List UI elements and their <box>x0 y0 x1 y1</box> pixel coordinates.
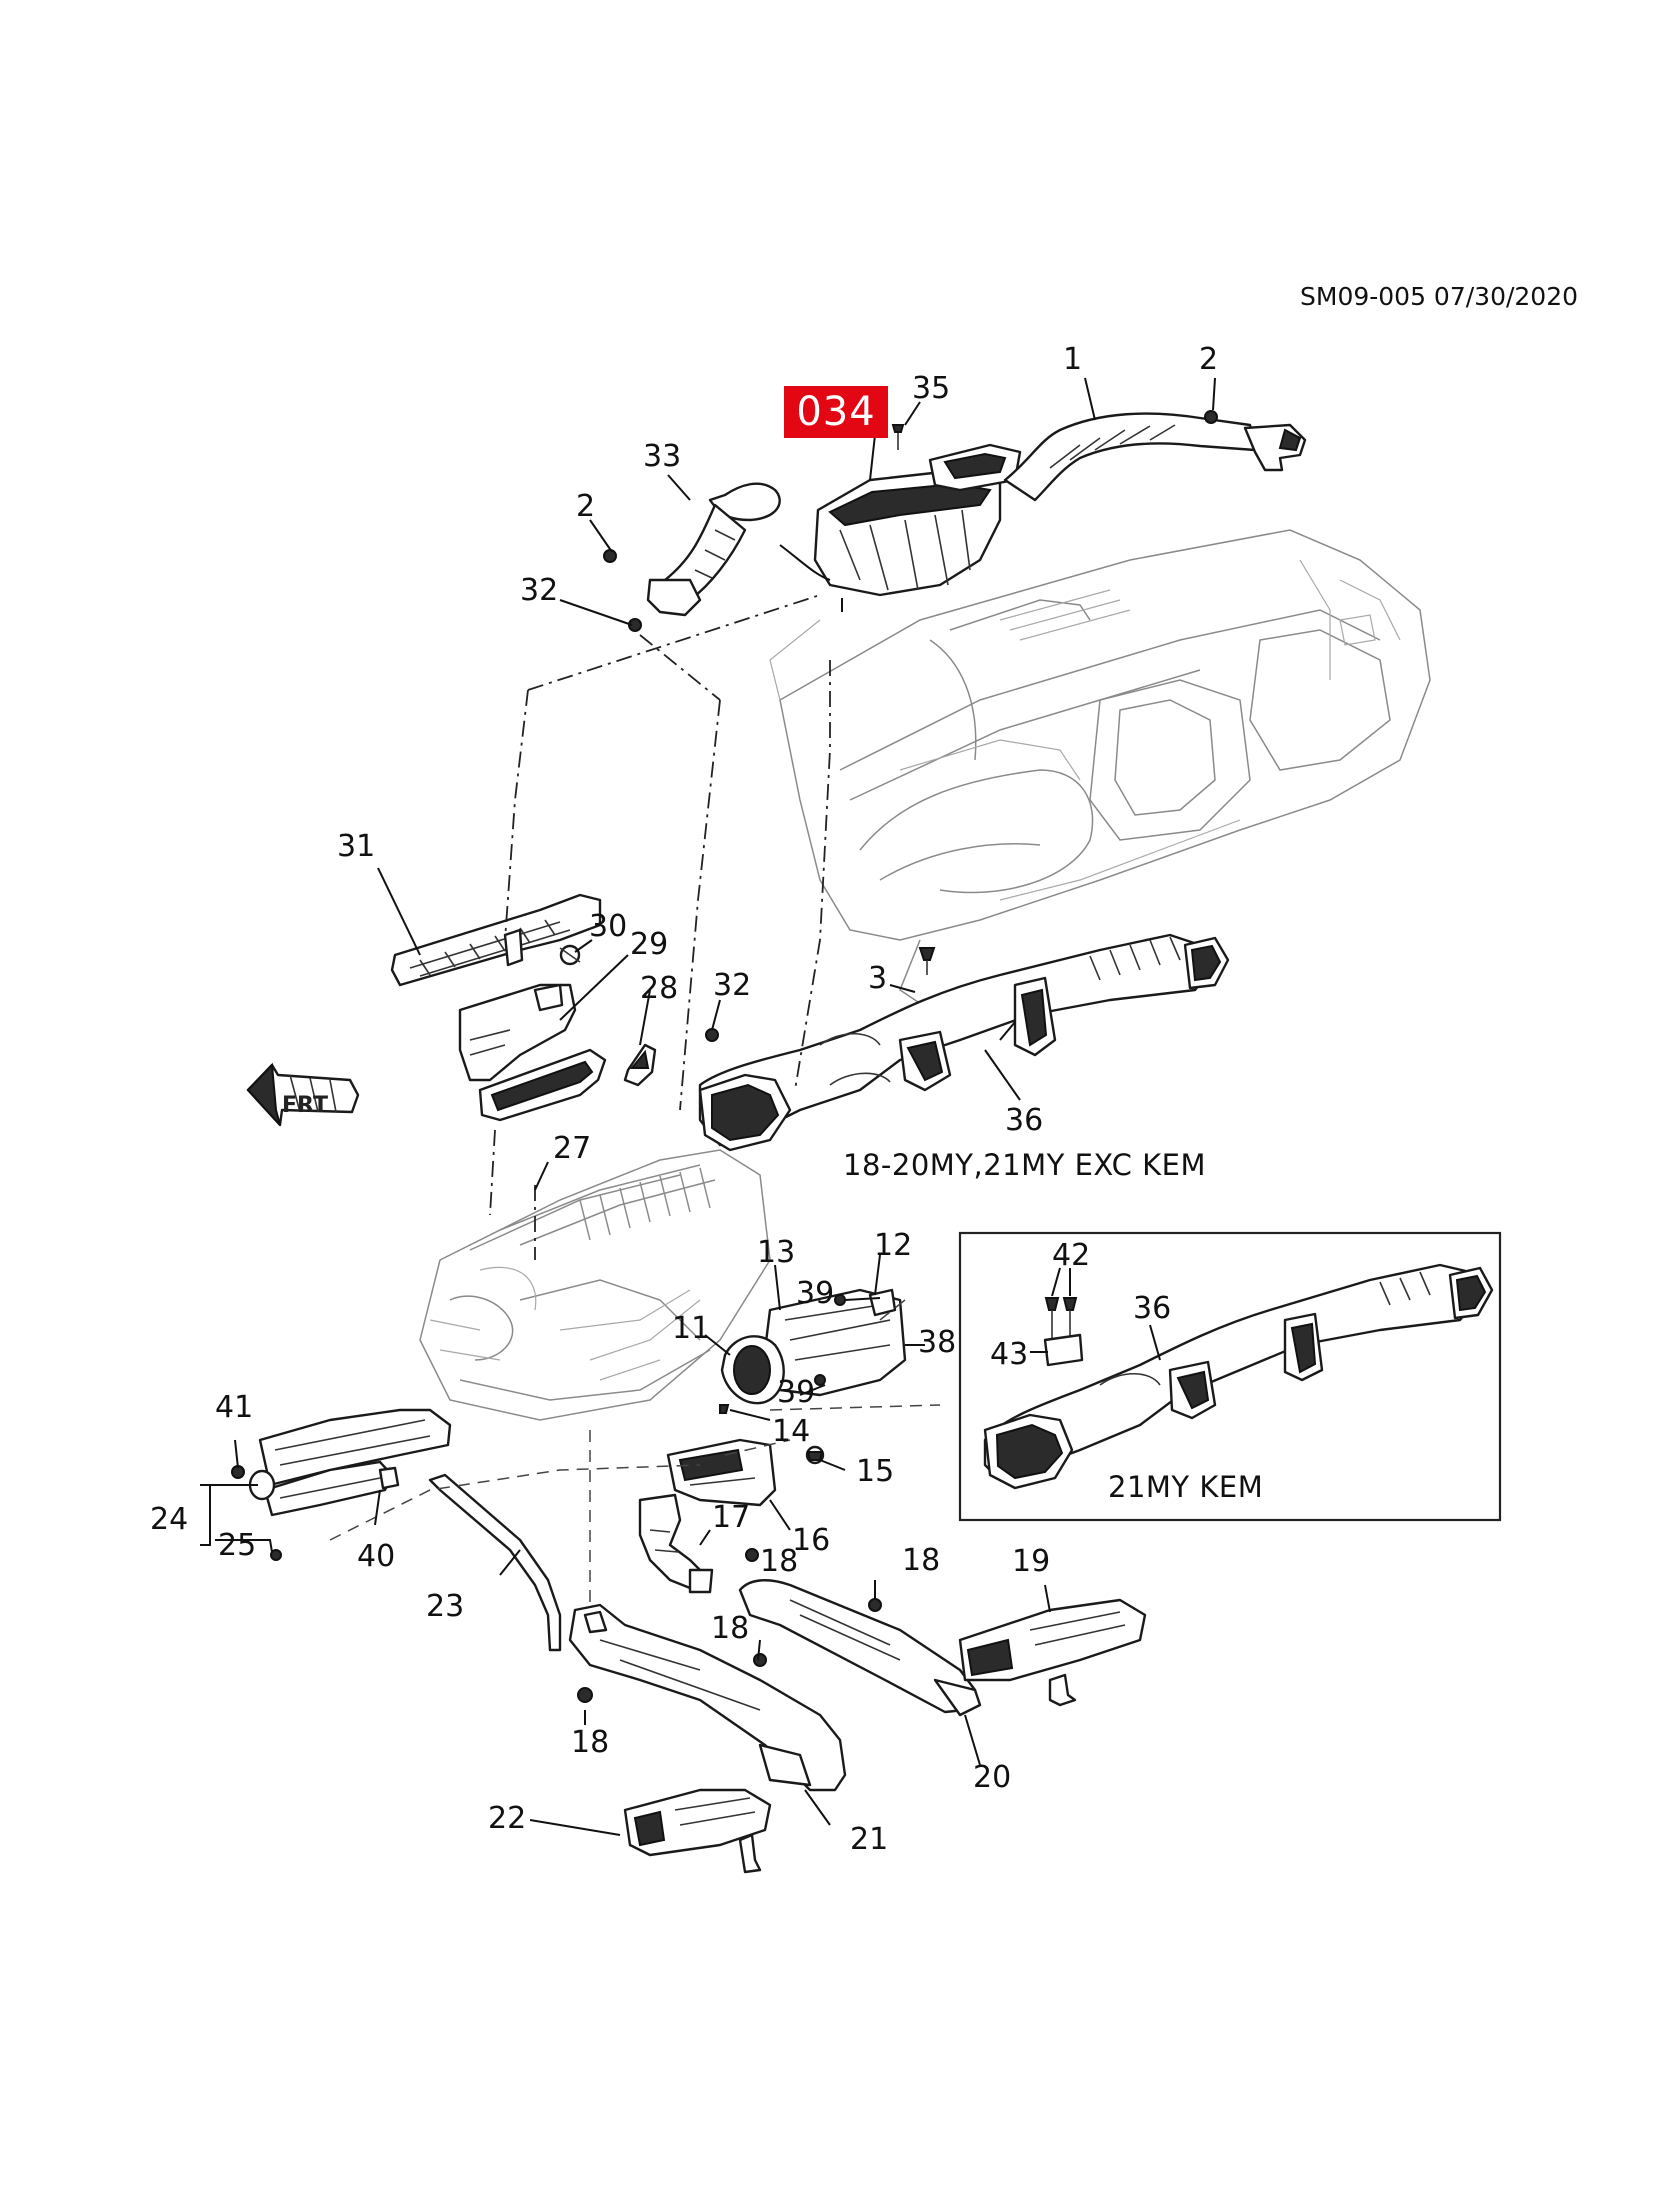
callout-32: 32 <box>520 573 558 608</box>
callout-42: 42 <box>1052 1238 1090 1273</box>
part-30-screw <box>559 944 581 966</box>
callout-23: 23 <box>426 1589 464 1624</box>
part-22-floor-outlet <box>623 1788 772 1874</box>
callout-13: 13 <box>757 1235 795 1270</box>
callout-19: 19 <box>1012 1544 1050 1579</box>
front-direction-text: FRT <box>282 1093 328 1118</box>
callout-18: 18 <box>760 1544 798 1579</box>
callout-3: 3 <box>868 961 887 996</box>
part-31-louvre-panel <box>390 893 602 987</box>
callout-22: 22 <box>488 1801 526 1836</box>
callout-31: 31 <box>337 829 375 864</box>
part-24-rear-duct-assy <box>248 1408 452 1517</box>
part-16-duct <box>666 1438 777 1507</box>
callout-28: 28 <box>640 971 678 1006</box>
part-40-bracket <box>378 1466 400 1490</box>
callout-33: 33 <box>643 439 681 474</box>
callout-30: 30 <box>589 909 627 944</box>
part-17-duct <box>638 1493 714 1594</box>
highlighted-part-code: 034 <box>784 386 888 438</box>
callout-20: 20 <box>973 1760 1011 1795</box>
diagram-reference: SM09-005 07/30/2020 <box>1300 282 1578 311</box>
part-29-defroster-duct <box>458 983 607 1122</box>
callout-2: 2 <box>576 489 595 524</box>
callout-35: 35 <box>912 371 950 406</box>
callout-38: 38 <box>918 1325 956 1360</box>
callout-39: 39 <box>777 1375 815 1410</box>
callout-12: 12 <box>874 1228 912 1263</box>
part-28-clip <box>623 1043 657 1087</box>
callout-36: 36 <box>1005 1103 1043 1138</box>
callout-27: 27 <box>553 1131 591 1166</box>
callout-36: 36 <box>1133 1291 1171 1326</box>
part-1-upper-duct <box>1003 412 1307 502</box>
callout-21: 21 <box>850 1822 888 1857</box>
part-39-screw <box>814 1294 846 1386</box>
callout-14: 14 <box>772 1414 810 1449</box>
hvac-module-outline <box>419 1149 771 1421</box>
callout-18: 18 <box>902 1543 940 1578</box>
part-23-drain-tube <box>428 1473 562 1652</box>
inset-frame <box>958 1231 1502 1522</box>
callout-29: 29 <box>630 927 668 962</box>
inset-caption: 21MY KEM <box>1108 1470 1263 1504</box>
callout-43: 43 <box>990 1337 1028 1372</box>
callout-16: 16 <box>792 1523 830 1558</box>
part-18-screw <box>577 1548 882 1703</box>
part-33-upper-duct <box>646 482 831 617</box>
callout-39: 39 <box>796 1276 834 1311</box>
callout-18: 18 <box>711 1611 749 1646</box>
assembly-lines <box>329 594 941 1610</box>
part-14-clip <box>719 1404 730 1414</box>
variant-caption: 18-20MY,21MY EXC KEM <box>843 1148 1206 1182</box>
callout-18: 18 <box>571 1725 609 1760</box>
part-15-screw <box>805 1445 825 1465</box>
callout-32: 32 <box>713 968 751 1003</box>
callout-2: 2 <box>1199 342 1218 377</box>
callout-40: 40 <box>357 1539 395 1574</box>
instrument-panel-outline <box>769 529 1431 1011</box>
part-3-screw <box>918 947 936 975</box>
callout-11: 11 <box>672 1311 710 1346</box>
callout-15: 15 <box>856 1454 894 1489</box>
center-vent-assembly <box>813 443 1022 612</box>
part-25-screw <box>270 1549 282 1561</box>
part-21-floor-duct <box>568 1603 847 1792</box>
leader-lines <box>200 377 1216 1836</box>
inset-clips-42-43 <box>1043 1297 1084 1367</box>
part-19-rear-outlet <box>958 1598 1147 1707</box>
part-11-actuator <box>720 1335 785 1405</box>
callout-24: 24 <box>150 1502 188 1537</box>
callout-labels: 1 2 2 3 11 12 13 14 15 16 17 18 18 18 18… <box>150 342 1218 1857</box>
part-35-screw <box>891 424 905 450</box>
callout-17: 17 <box>712 1500 750 1535</box>
callout-25: 25 <box>218 1528 256 1563</box>
part-2-screw <box>603 410 1218 563</box>
part-20-floor-duct <box>738 1579 982 1717</box>
inset-duct-36 <box>983 1263 1494 1490</box>
part-36-lower-duct <box>698 933 1230 1152</box>
callout-1: 1 <box>1063 342 1082 377</box>
callout-41: 41 <box>215 1390 253 1425</box>
front-direction-arrow: FRT <box>246 1062 360 1127</box>
inset-leaders <box>1030 1267 1161 1361</box>
